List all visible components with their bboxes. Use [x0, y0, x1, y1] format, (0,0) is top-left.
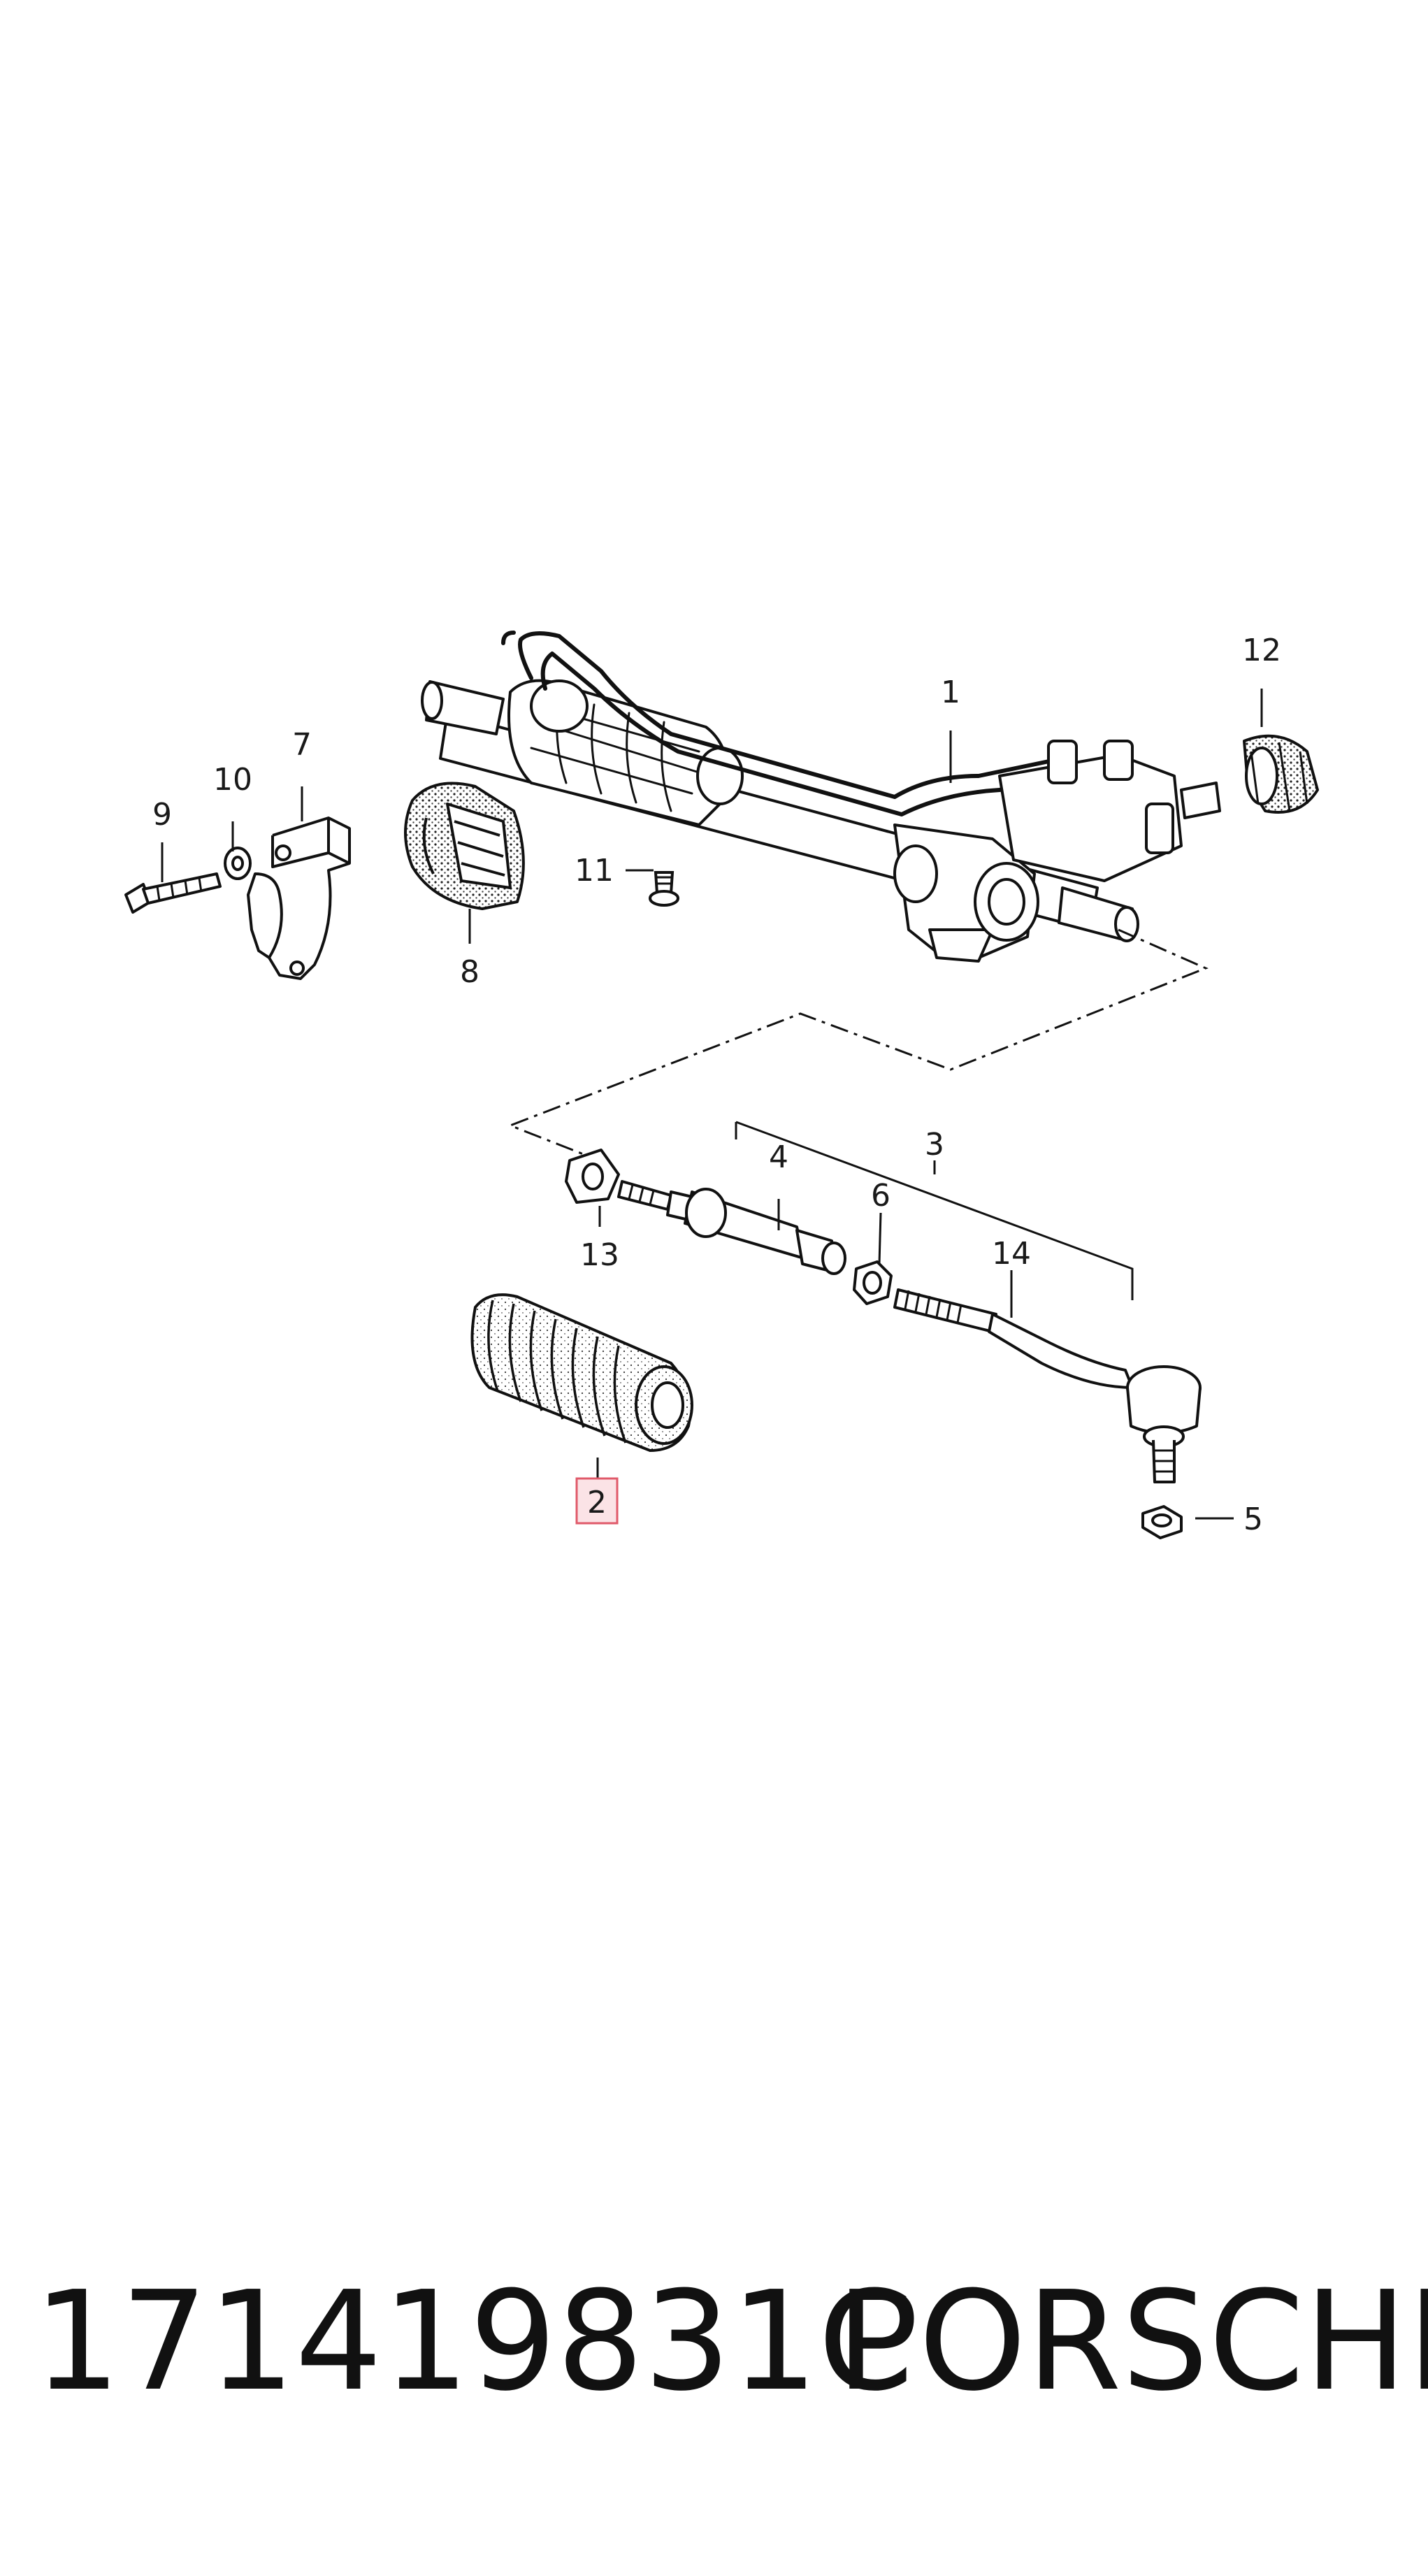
part-caption: 171419831C PORSCHE: [0, 2258, 1428, 2426]
assembly-boundary-line: [507, 928, 1209, 1165]
callout-11: 11: [575, 853, 614, 888]
steering-rack-part: [421, 631, 1221, 963]
outer-tie-rod-end-part: [893, 1288, 1202, 1483]
ring-nut-part: [1243, 734, 1319, 814]
callout-5: 5: [1243, 1502, 1263, 1537]
assembly-bracket-3: [735, 1121, 1134, 1300]
screw-part: [649, 871, 679, 907]
callout-8: 8: [460, 954, 479, 990]
callout-2: 2: [587, 1485, 607, 1520]
self-locking-nut-part: [1141, 1505, 1183, 1539]
callout-6: 6: [871, 1178, 890, 1214]
washer-part: [224, 847, 252, 880]
callout-4: 4: [769, 1139, 788, 1175]
callout-3: 3: [925, 1127, 944, 1163]
leader-lines: [161, 689, 1263, 1520]
callout-2-highlight-box: [575, 1477, 619, 1525]
hex-nut-part: [853, 1260, 893, 1305]
inner-tie-rod-part: [617, 1180, 846, 1275]
lock-plate-part: [565, 1149, 620, 1204]
brand-name: PORSCHE: [836, 2262, 1428, 2422]
callout-10: 10: [213, 762, 252, 798]
mounting-clamp-part: [247, 816, 351, 980]
mounting-bushing-part: [404, 782, 525, 910]
callout-7: 7: [292, 727, 312, 763]
callout-12: 12: [1242, 633, 1281, 668]
part-number: 171419831C: [34, 2262, 914, 2422]
bolt-part: [124, 872, 222, 914]
callout-9: 9: [152, 797, 172, 833]
steering-boot-part: [470, 1293, 693, 1452]
callout-1: 1: [941, 675, 960, 710]
callout-13: 13: [580, 1237, 619, 1273]
callout-14: 14: [992, 1236, 1031, 1272]
